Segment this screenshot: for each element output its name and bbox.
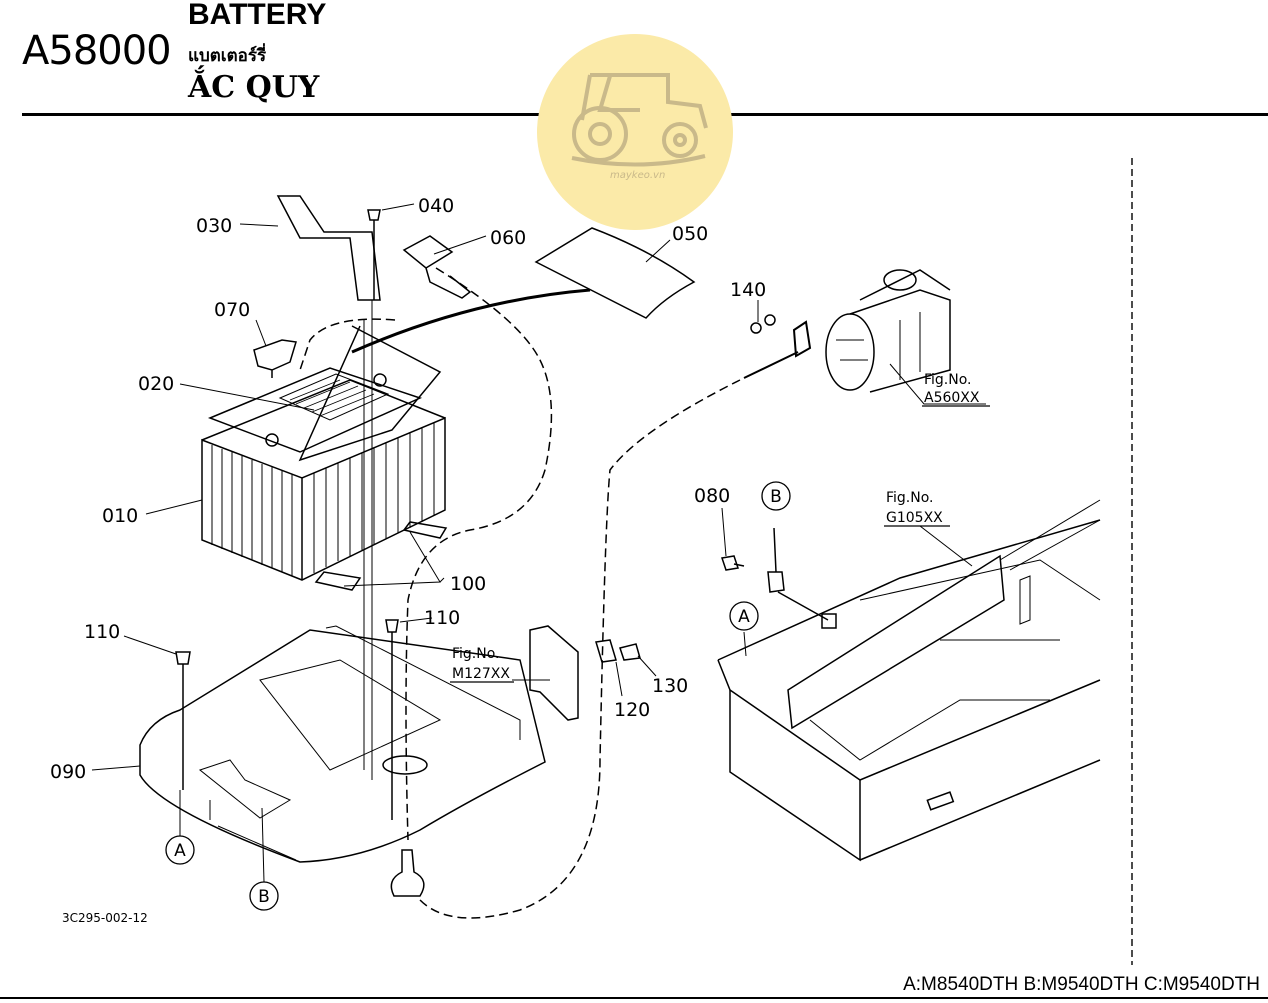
marker-b: B	[258, 887, 270, 907]
title-english: BATTERY	[188, 0, 327, 31]
marker-a-circle	[165, 835, 195, 865]
callout-130: 130	[652, 675, 688, 697]
title-vietnamese: ẮC QUY	[188, 70, 320, 105]
cable-route-2	[419, 379, 741, 919]
callout-040: 040	[418, 195, 454, 217]
tractor-icon	[571, 73, 708, 167]
figref-m127-code: M127XX	[452, 666, 510, 682]
chassis-frame	[717, 499, 1101, 862]
figref-g105-label: Fig.No.	[886, 490, 934, 506]
callout-010: 010	[102, 505, 138, 527]
clamp-070	[253, 339, 297, 378]
callout-050: 050	[672, 223, 708, 245]
callout-080: 080	[694, 485, 730, 507]
figref-a560-code: A560XX	[924, 390, 980, 406]
battery-plug	[390, 849, 425, 897]
figref-m127-label: Fig.No.	[452, 646, 500, 662]
battery-cable	[351, 288, 591, 354]
bracket-m127	[529, 625, 579, 721]
bolt-110-right	[385, 619, 399, 820]
watermark-disc	[537, 34, 733, 230]
marker-a-right-circle	[729, 601, 759, 631]
nut-140	[750, 322, 762, 334]
screw-080	[721, 555, 745, 571]
battery-010	[201, 325, 448, 591]
callout-030: 030	[196, 215, 232, 237]
marker-b-right: B	[770, 487, 782, 507]
terminal-060	[402, 235, 472, 299]
callout-060: 060	[490, 227, 526, 249]
callout-110-left: 110	[84, 621, 120, 643]
ground-block	[821, 613, 837, 629]
bolt-040	[367, 209, 381, 300]
callout-090: 090	[50, 761, 86, 783]
watermark-text: maykeo.vn	[610, 170, 665, 181]
marker-b-circle	[249, 881, 279, 911]
figref-g105-code: G105XX	[886, 510, 943, 526]
hold-down-bracket	[276, 195, 381, 301]
callout-140: 140	[730, 279, 766, 301]
footer-rule	[0, 997, 1268, 999]
marker-a-right: A	[738, 607, 750, 627]
cover-sheet-050	[534, 227, 696, 319]
section-code: A58000	[22, 28, 172, 74]
callout-020: 020	[138, 373, 174, 395]
watermark: maykeo.vn	[537, 34, 733, 230]
figref-a560-label: Fig.No.	[924, 372, 972, 388]
starter-motor	[825, 269, 951, 393]
model-legend: A:M8540DTH B:M9540DTH C:M9540DTH	[903, 974, 1260, 995]
cable-route-3	[299, 318, 396, 371]
bolt-b	[767, 527, 829, 621]
marker-a: A	[174, 841, 186, 861]
callout-070: 070	[214, 299, 250, 321]
marker-b-right-circle	[761, 481, 791, 511]
callout-110-right: 110	[424, 607, 460, 629]
drawing-number: 3C295-002-12	[62, 911, 148, 925]
bolt-110-left	[175, 651, 191, 790]
title-thai: แบตเตอร์รี่	[188, 46, 267, 66]
callout-100: 100	[450, 573, 486, 595]
leader-lines	[91, 203, 986, 883]
hold-rod	[363, 300, 373, 780]
cable-lug	[743, 320, 812, 379]
base-plate-090	[139, 625, 546, 863]
cable-route-1	[405, 267, 553, 841]
callout-120: 120	[614, 699, 650, 721]
washer-140	[764, 314, 776, 326]
